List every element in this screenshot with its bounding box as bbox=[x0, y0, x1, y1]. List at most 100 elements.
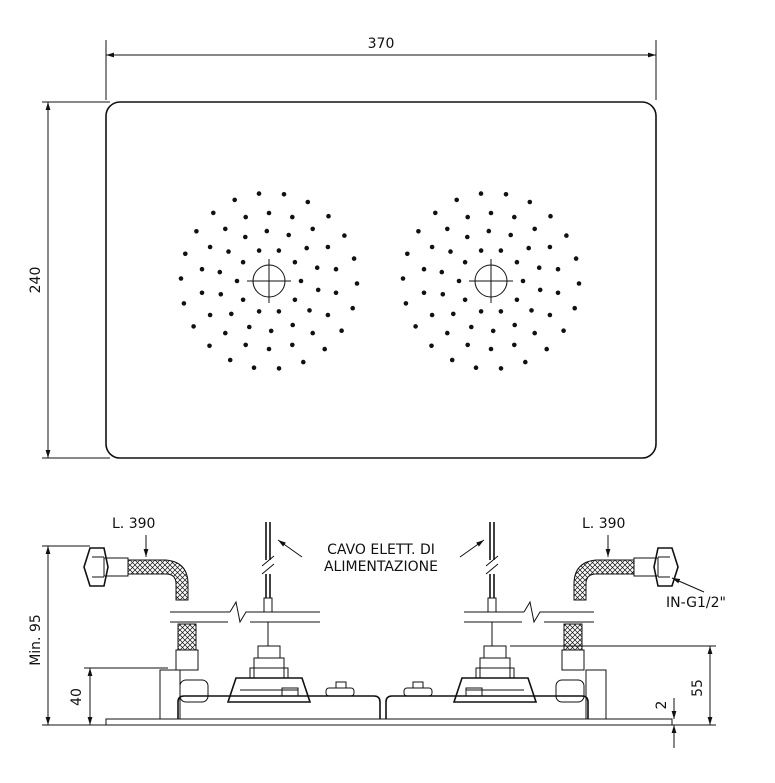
hose-left-callout: L. 390 bbox=[112, 516, 155, 557]
nozzle-hole bbox=[413, 324, 418, 329]
nozzle-hole bbox=[498, 366, 504, 371]
housing-right bbox=[385, 645, 607, 720]
nozzle-hole bbox=[555, 266, 561, 272]
nozzle-hole bbox=[354, 281, 360, 286]
nozzle-hole bbox=[573, 256, 579, 261]
nozzle-hole bbox=[514, 259, 520, 265]
nozzle-hole bbox=[333, 266, 339, 272]
nozzle-hole bbox=[276, 366, 282, 371]
right-height-label: 55 bbox=[690, 679, 706, 697]
nozzle-hole bbox=[310, 330, 316, 336]
nozzle-hole bbox=[322, 346, 328, 352]
nozzle-hole bbox=[514, 297, 520, 303]
nozzle-hole bbox=[307, 308, 312, 313]
nozzle-hole bbox=[256, 248, 262, 253]
nozzle-hole bbox=[211, 210, 216, 216]
nozzle-hole bbox=[486, 228, 492, 234]
nozzle-hole bbox=[217, 269, 223, 275]
connector-label: IN-G1/2" bbox=[666, 595, 726, 611]
nozzle-hole bbox=[232, 197, 237, 203]
min-height-label: Min. 95 bbox=[28, 614, 44, 666]
nozzle-hole bbox=[439, 269, 445, 275]
nozzle-hole bbox=[301, 359, 306, 365]
hose-right-label: L. 390 bbox=[582, 516, 625, 532]
top-view: 370 240 bbox=[28, 36, 657, 459]
nozzle-hole bbox=[223, 226, 228, 232]
nozzle-hole bbox=[325, 312, 331, 318]
nozzle-hole bbox=[286, 232, 292, 238]
plate-thickness-dimension: 2 bbox=[654, 698, 677, 748]
nozzle-hole bbox=[429, 312, 435, 318]
nozzle-hole bbox=[199, 290, 205, 296]
nozzle-hole bbox=[576, 281, 582, 286]
nozzle-hole bbox=[498, 248, 504, 253]
nozzle-hole bbox=[207, 312, 213, 318]
nozzle-hole bbox=[276, 248, 282, 253]
nozzle-hole bbox=[512, 322, 517, 328]
nozzle-hole bbox=[526, 245, 531, 251]
nozzle-hole bbox=[537, 287, 543, 293]
nozzle-hole bbox=[440, 292, 446, 297]
nozzle-hole bbox=[194, 229, 199, 234]
side-view: L. 390 L. 390 CAVO ELETT. DI ALIMENTAZIO… bbox=[28, 516, 726, 748]
cable-callout: CAVO ELETT. DI ALIMENTAZIONE bbox=[277, 539, 485, 575]
nozzle-hole bbox=[298, 278, 304, 284]
nozzle-hole bbox=[207, 244, 213, 250]
nozzle-hole bbox=[223, 330, 228, 336]
nozzle-hole bbox=[243, 342, 248, 348]
nozzle-hole bbox=[264, 228, 270, 234]
nozzle-hole bbox=[290, 322, 296, 328]
nozzle-hole bbox=[488, 210, 494, 216]
nozzle-hole bbox=[256, 309, 262, 314]
nozzle-hole bbox=[465, 214, 471, 220]
nozzle-hole bbox=[469, 324, 474, 330]
nozzle-hole bbox=[462, 297, 468, 303]
nozzle-hole bbox=[315, 287, 321, 293]
nozzle-hole bbox=[421, 290, 427, 296]
height-dimension: 240 bbox=[28, 101, 110, 459]
nozzle-hole bbox=[333, 290, 339, 296]
nozzle-hole bbox=[547, 312, 553, 318]
nozzle-hole bbox=[325, 244, 331, 250]
width-dimension: 370 bbox=[105, 36, 657, 100]
nozzle-hole bbox=[532, 226, 537, 232]
nozzle-hole bbox=[339, 328, 344, 334]
nozzle-hole bbox=[498, 309, 504, 314]
shower-plate-outline bbox=[105, 101, 657, 459]
min-height-dimension: Min. 95 bbox=[28, 545, 106, 726]
nozzle-hole bbox=[191, 324, 196, 329]
nozzle-hole bbox=[243, 214, 248, 220]
nozzle-hole bbox=[227, 357, 233, 363]
nozzle-hole bbox=[342, 233, 347, 238]
nozzle-hole bbox=[465, 342, 471, 348]
break-line-left bbox=[170, 600, 320, 624]
nozzle-hole bbox=[326, 213, 331, 219]
nozzle-hole bbox=[561, 328, 566, 334]
nozzle-hole bbox=[403, 301, 409, 306]
nozzle-hole bbox=[555, 290, 561, 296]
nozzle-hole bbox=[503, 192, 509, 197]
nozzle-hole bbox=[478, 309, 484, 314]
nozzle-hole bbox=[229, 311, 234, 317]
nozzle-hole bbox=[240, 297, 246, 303]
nozzle-hole bbox=[251, 365, 257, 371]
nozzle-hole bbox=[266, 210, 272, 216]
hose-left bbox=[83, 547, 199, 671]
nozzle-hole bbox=[234, 278, 240, 284]
cable-label-line2: ALIMENTAZIONE bbox=[324, 559, 438, 575]
width-label: 370 bbox=[368, 36, 395, 52]
cable-left bbox=[261, 522, 275, 646]
nozzle-hole bbox=[199, 266, 205, 272]
nozzle-hole bbox=[400, 276, 406, 281]
nozzle-hole bbox=[314, 265, 320, 271]
right-height-dimension: 55 bbox=[510, 645, 716, 726]
nozzle-hole bbox=[448, 249, 453, 254]
nozzle-hole bbox=[532, 330, 537, 336]
nozzle-hole bbox=[512, 214, 517, 220]
nozzle-hole bbox=[433, 210, 438, 216]
left-height-dimension: 40 bbox=[69, 667, 168, 725]
nozzle-hole bbox=[429, 343, 434, 349]
nozzle-hole bbox=[304, 245, 310, 251]
nozzle-hole bbox=[456, 278, 462, 284]
nozzle-hole bbox=[290, 214, 295, 220]
